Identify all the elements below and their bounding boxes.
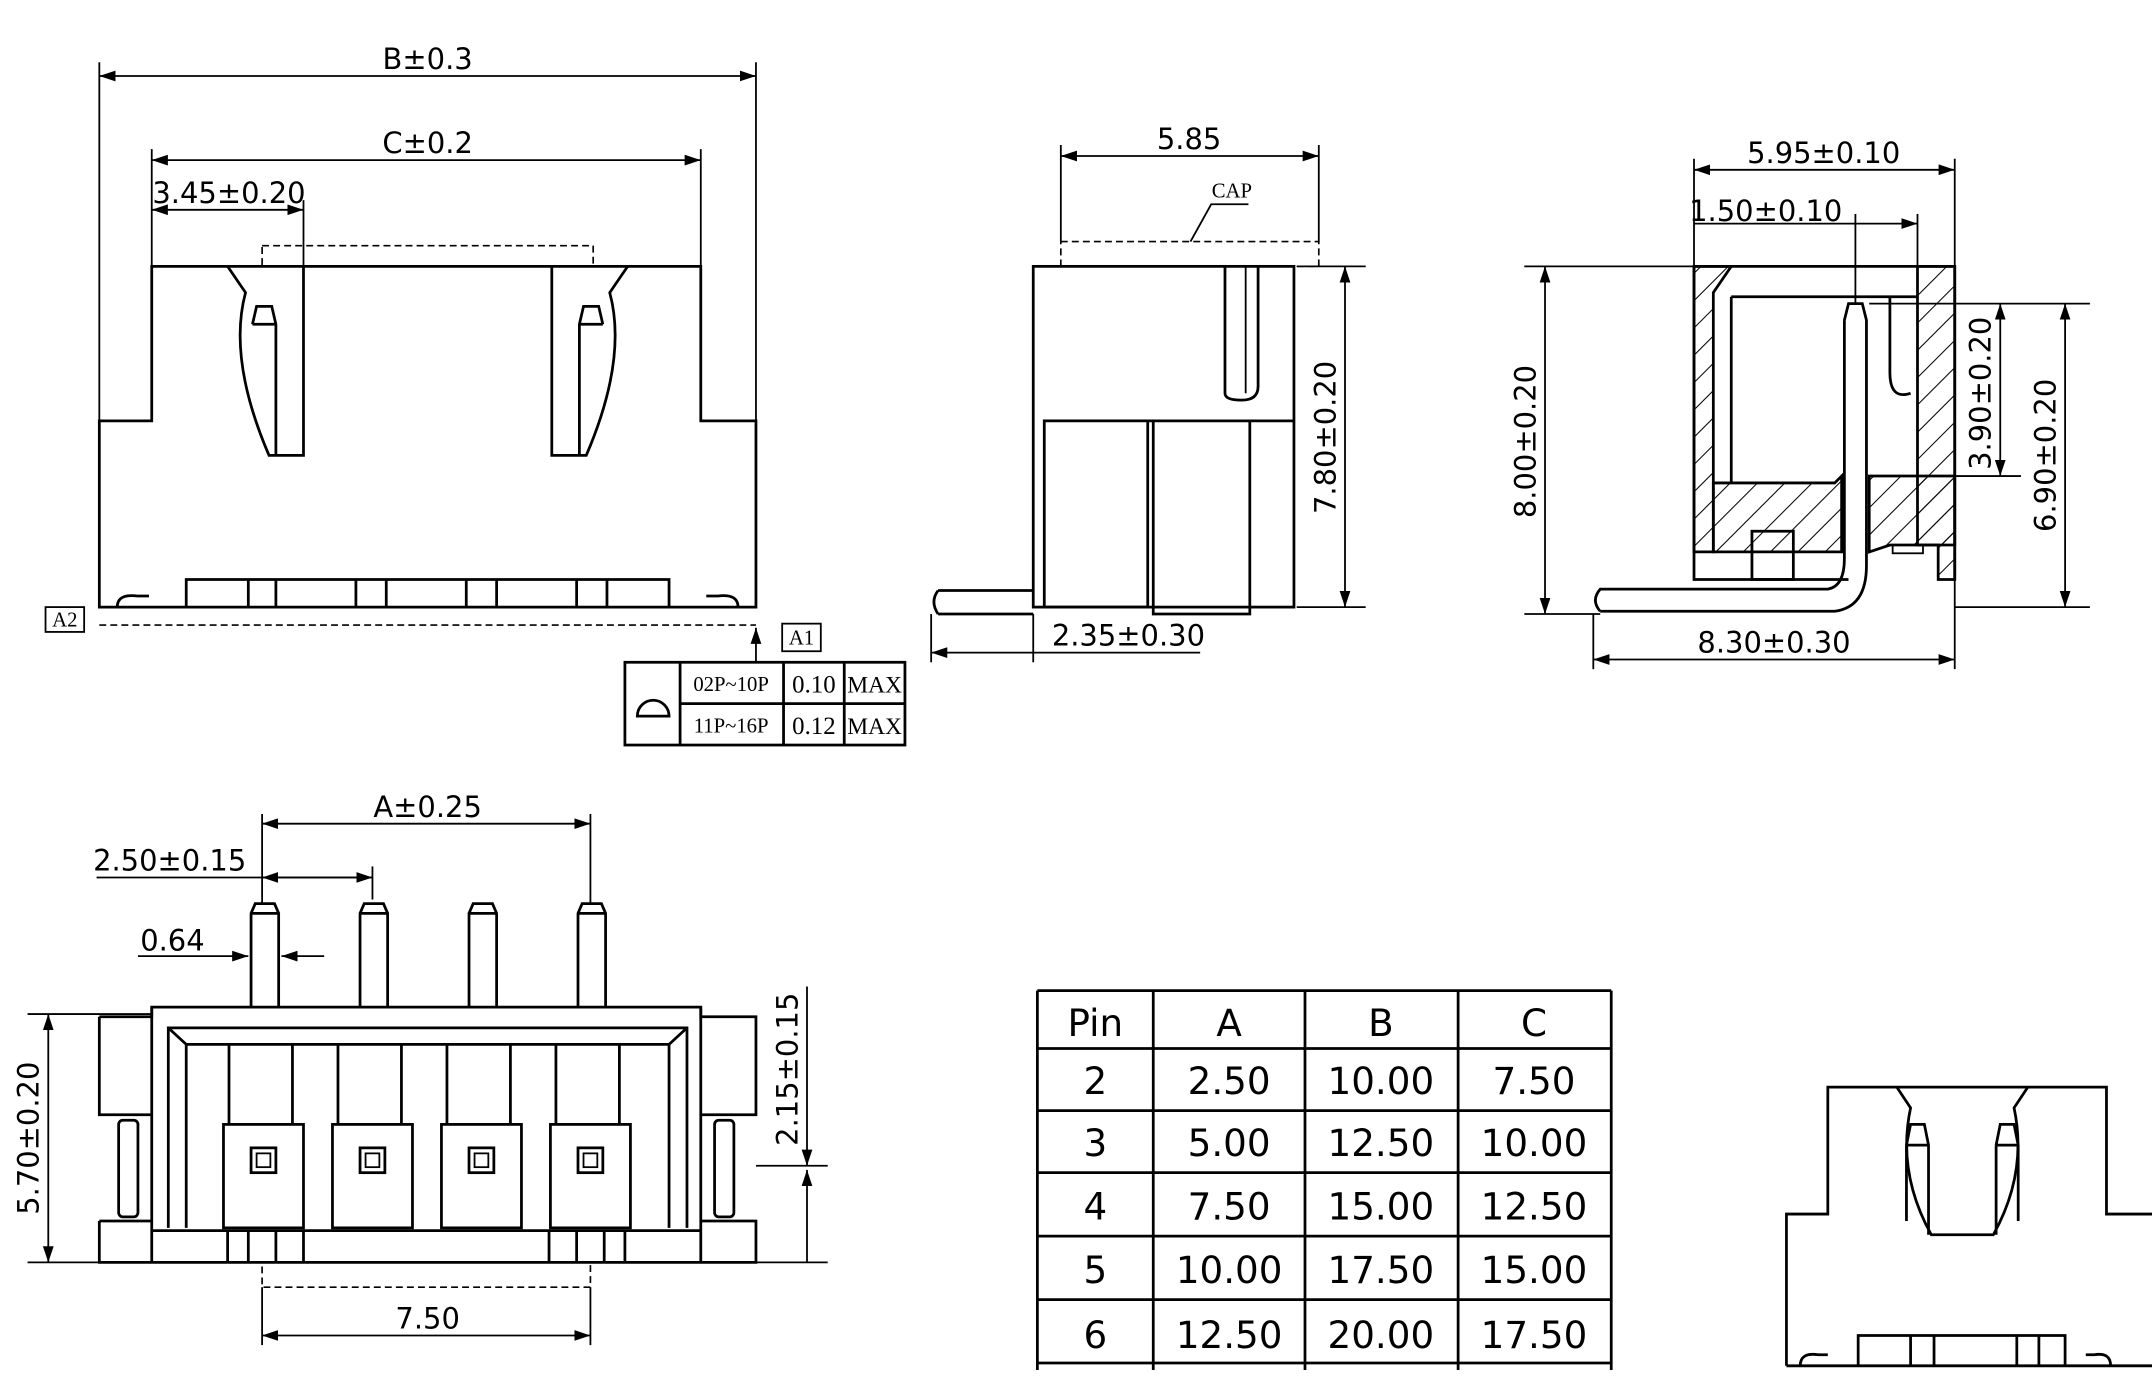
flatness-limit: MAX xyxy=(847,673,902,699)
cell-a: 12.50 xyxy=(1176,1313,1283,1357)
pins xyxy=(249,902,607,1008)
cell-b: 15.00 xyxy=(1328,1185,1435,1229)
flatness-value: 0.12 xyxy=(792,713,835,740)
header-a: A xyxy=(1216,1001,1242,1045)
cell-c: 10.00 xyxy=(1481,1121,1588,1165)
dim-height: 8.00±0.20 xyxy=(1508,365,1542,518)
dim-c: C±0.2 xyxy=(382,126,473,160)
table-row: 5 10.00 17.50 15.00 xyxy=(1083,1248,1587,1292)
cell-pin: 6 xyxy=(1083,1313,1107,1357)
dim-pitch: 2.50±0.15 xyxy=(93,844,246,878)
cell-c: 12.50 xyxy=(1481,1185,1588,1229)
header-b: B xyxy=(1368,1001,1394,1045)
cell-a: 5.00 xyxy=(1188,1121,1271,1165)
side-view: 5.85 CAP 7.80±0.20 2.35±0.30 xyxy=(930,122,1366,663)
flatness-table: 02P~10P 0.10 MAX 11P~16P 0.12 MAX xyxy=(623,660,907,747)
datum-a1: A1 xyxy=(789,627,814,649)
cell-pin: 5 xyxy=(1083,1248,1107,1292)
cell-c: 15.00 xyxy=(1481,1248,1588,1292)
flatness-range: 11P~16P xyxy=(694,716,769,738)
cell-pin: 2 xyxy=(1083,1059,1107,1103)
dim-pin-height: 3.90±0.20 xyxy=(1964,317,1998,470)
dim-overall-height: 6.90±0.20 xyxy=(2028,379,2062,532)
table-header-row: Pin A B C xyxy=(1068,1001,1547,1045)
dim-pin-width: 0.64 xyxy=(140,924,204,958)
dim-depth: 8.30±0.30 xyxy=(1697,626,1850,660)
top-view: B±0.3 C±0.2 3.45±0.20 A2 A1 xyxy=(44,42,822,663)
cell-a: 7.50 xyxy=(1188,1185,1271,1229)
dim-width: 5.95±0.10 xyxy=(1747,136,1900,170)
section-view: 5.95±0.10 1.50±0.10 8.00±0.20 3.90±0.20 … xyxy=(1508,136,2090,670)
table-row: 4 7.50 15.00 12.50 xyxy=(1083,1185,1587,1229)
profile-of-surface-icon xyxy=(635,698,671,718)
dim-pin-span: 7.50 xyxy=(395,1302,459,1336)
dim-standoff: 2.15±0.15 xyxy=(770,993,804,1146)
cell-b: 12.50 xyxy=(1328,1121,1435,1165)
flatness-limit: MAX xyxy=(847,714,902,740)
cell-c: 7.50 xyxy=(1493,1059,1576,1103)
cell-pin: 4 xyxy=(1083,1185,1107,1229)
dim-lead: 2.35±0.30 xyxy=(1052,619,1205,653)
datum-a2-box xyxy=(44,606,86,633)
cell-b: 20.00 xyxy=(1328,1313,1435,1357)
cell-c: 17.50 xyxy=(1481,1313,1588,1357)
header-pin: Pin xyxy=(1068,1001,1124,1045)
dim-offset: 1.50±0.10 xyxy=(1689,194,1842,228)
cell-a: 10.00 xyxy=(1176,1248,1283,1292)
dim-height: 5.70±0.20 xyxy=(12,1062,46,1215)
cap-label: CAP xyxy=(1212,180,1252,202)
dim-pitch-offset: 3.45±0.20 xyxy=(152,176,305,210)
flatness-value: 0.10 xyxy=(792,672,835,699)
header-c: C xyxy=(1521,1001,1547,1045)
table-row: 6 12.50 20.00 17.50 xyxy=(1083,1313,1587,1357)
dimension-table: Pin A B C 2 2.50 10.00 7.50 3 5.00 12.50… xyxy=(1035,989,1613,1370)
cell-b: 10.00 xyxy=(1328,1059,1435,1103)
table-row: 3 5.00 12.50 10.00 xyxy=(1083,1121,1587,1165)
dim-a: A±0.25 xyxy=(373,790,482,824)
front-view: A±0.25 2.50±0.15 0.64 5.70±0.20 2.15±0.1… xyxy=(12,790,828,1346)
datum-a1-box xyxy=(781,622,822,653)
cell-pin: 3 xyxy=(1083,1121,1107,1165)
cell-b: 17.50 xyxy=(1328,1248,1435,1292)
dim-width: 5.85 xyxy=(1157,122,1221,156)
cell-a: 2.50 xyxy=(1188,1059,1271,1103)
contact-pockets xyxy=(222,1044,632,1230)
dim-b: B±0.3 xyxy=(383,42,473,76)
datum-a2: A2 xyxy=(52,609,77,631)
flatness-range: 02P~10P xyxy=(693,674,769,696)
two-pin-top-view xyxy=(1785,1085,2152,1368)
dim-height: 7.80±0.20 xyxy=(1308,361,1342,514)
table-row: 2 2.50 10.00 7.50 xyxy=(1083,1059,1575,1103)
